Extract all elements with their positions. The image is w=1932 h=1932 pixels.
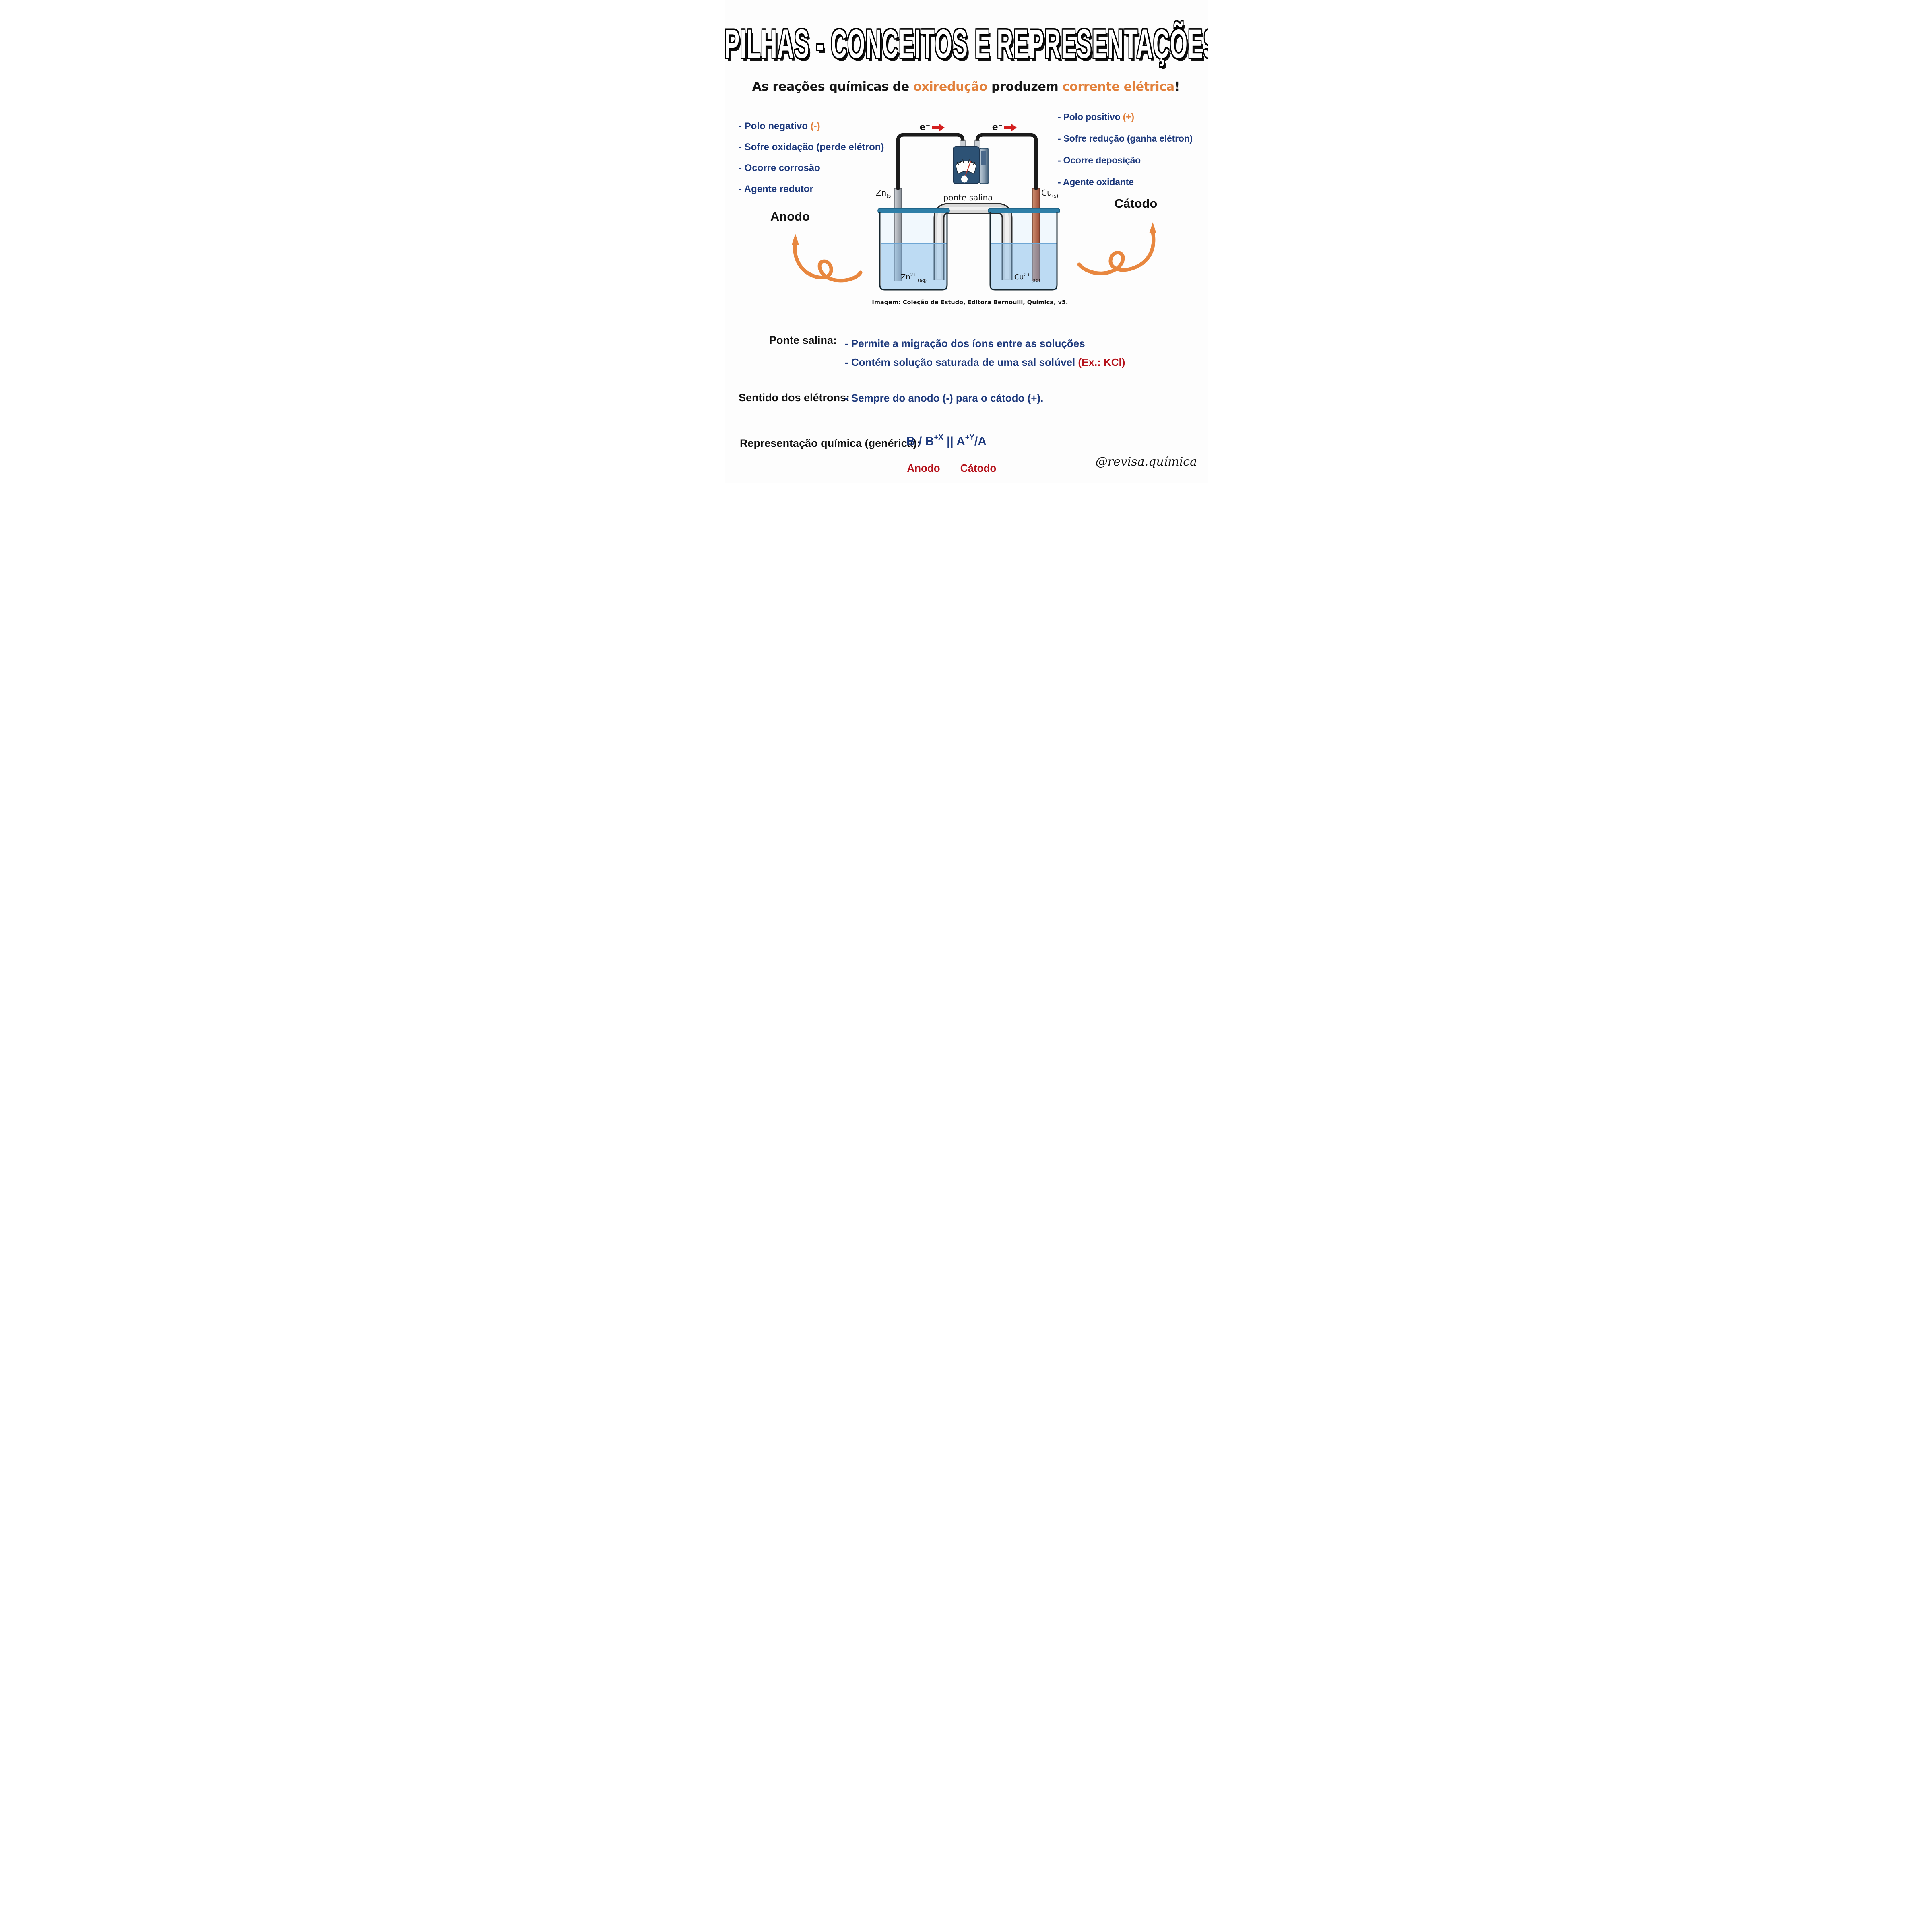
element-state: (s): [1052, 193, 1059, 199]
ion-state: (aq): [918, 278, 927, 283]
copper-electrode-label: Cu(s): [1041, 188, 1058, 199]
ion-symbol: Zn: [901, 273, 910, 281]
salt-bridge-section-bullets: - Permite a migração dos íons entre as s…: [845, 334, 1125, 372]
ion-symbol: Cu: [1014, 273, 1024, 281]
anode-note-line: - Agente redutor: [739, 179, 884, 200]
spiral-stroke: [793, 242, 863, 283]
voltmeter: [953, 140, 989, 184]
salt-bridge-label: ponte salina: [943, 193, 993, 202]
anode-note-line: - Polo negativo (-): [739, 116, 884, 137]
cathode-note-line: - Polo positivo (+): [1058, 106, 1193, 128]
subtitle-highlight-oxireducao: oxiredução: [913, 80, 987, 94]
anode-note-line: - Sofre oxidação (perde elétron): [739, 137, 884, 158]
salt-bridge-section-label: Ponte salina:: [769, 334, 837, 346]
salt-bridge: [933, 203, 1013, 280]
right-beaker-outline: [989, 212, 1058, 291]
note-text: - Sofre oxidação (perde elétron): [739, 142, 884, 153]
left-beaker-rim: [877, 208, 950, 213]
representation-section-label: Representação química (genérica):: [740, 437, 921, 449]
salt-bridge-highlight: [937, 207, 1009, 279]
electron-label-right: e⁻: [992, 122, 1003, 132]
page-subtitle: As reações químicas de oxiredução produz…: [724, 80, 1208, 94]
electron-arrow-right-icon: [1004, 124, 1017, 132]
image-credit-caption: Imagem: Coleção de Estudo, Editora Berno…: [872, 299, 1068, 306]
element-state: (s): [886, 193, 893, 199]
cathode-note-line: - Ocorre deposição: [1058, 149, 1193, 171]
page-title: PILHAS - CONCEITOS E REPRESENTAÇÕES: [724, 21, 1208, 67]
copper-solution: [991, 244, 1057, 290]
formula-superscript: +X: [934, 433, 943, 442]
subtitle-part2: produzem: [987, 80, 1063, 94]
bullet-text: - Contém solução saturada de uma sal sol…: [845, 356, 1078, 368]
arrowhead-icon: [792, 234, 799, 245]
salt-bridge-bullet: - Contém solução saturada de uma sal sol…: [845, 353, 1125, 372]
note-text: - Sofre redução (ganha elétron): [1058, 133, 1193, 144]
left-wire: [896, 133, 965, 190]
electron-label-left: e⁻: [920, 122, 931, 132]
left-beaker-outline: [879, 212, 948, 291]
zinc-solution: [881, 244, 947, 290]
voltmeter-dial-hole: [961, 175, 968, 183]
note-accent: (+): [1123, 111, 1134, 122]
generic-representation-formula: B / B+X || A+Y/A: [906, 433, 987, 448]
note-text: - Agente oxidante: [1058, 177, 1134, 187]
note-accent: (-): [810, 121, 820, 132]
salt-bridge-bullet: - Permite a migração dos íons entre as s…: [845, 334, 1125, 353]
cathode-note-line: - Sofre redução (ganha elétron): [1058, 128, 1193, 149]
formula-separator: ||: [943, 435, 956, 448]
formula-superscript: +Y: [965, 433, 974, 442]
formula-part: B / B: [906, 435, 934, 448]
note-text: - Polo negativo: [739, 121, 811, 132]
note-text: - Polo positivo: [1058, 111, 1123, 122]
element-symbol: Zn: [876, 188, 886, 198]
note-text: - Agente redutor: [739, 184, 813, 194]
formula-anode-label: Anodo: [907, 462, 940, 474]
electron-direction-text: - Sempre do anodo (-) para o cátodo (+).: [845, 392, 1044, 404]
ion-charge: 2+: [1024, 272, 1030, 277]
electron-direction-section-label: Sentido dos elétrons:: [739, 392, 850, 404]
anode-label: Anodo: [770, 209, 810, 223]
galvanic-cell-diagram: e⁻ e⁻ ponte salina Zn(s) Cu(s) Zn2+(aq) …: [876, 122, 1060, 291]
subtitle-part3: !: [1174, 80, 1180, 94]
infographic-page: PILHAS - CONCEITOS E REPRESENTAÇÕES As r…: [724, 0, 1208, 483]
cathode-spiral-arrow: [1077, 222, 1156, 275]
ion-charge: 2+: [910, 272, 917, 277]
bullet-text: - Permite a migração dos íons entre as s…: [845, 337, 1085, 349]
anode-notes-list: - Polo negativo (-) - Sofre oxidação (pe…: [739, 116, 884, 200]
voltmeter-needle: [964, 161, 972, 177]
note-text: - Ocorre corrosão: [739, 163, 820, 173]
right-wire: [975, 133, 1038, 190]
voltmeter-side-strip: [981, 151, 986, 165]
cathode-note-line: - Agente oxidante: [1058, 171, 1193, 193]
zinc-electrode-label: Zn(s): [876, 188, 893, 199]
note-text: - Ocorre deposição: [1058, 155, 1141, 165]
formula-part: A: [956, 435, 965, 448]
electron-arrow-left-icon: [932, 124, 945, 132]
copper-ion-label: Cu2+(aq): [1014, 272, 1040, 283]
formula-part: /A: [974, 435, 987, 448]
element-symbol: Cu: [1041, 188, 1052, 198]
author-signature: @revisa.química: [1095, 455, 1197, 469]
page-title-wrap: PILHAS - CONCEITOS E REPRESENTAÇÕES: [724, 20, 1208, 66]
formula-cathode-label: Cátodo: [960, 462, 997, 474]
anode-note-line: - Ocorre corrosão: [739, 158, 884, 179]
voltmeter-gauge-ticks: [957, 159, 975, 165]
right-beaker-rim: [988, 208, 1060, 213]
subtitle-part1: As reações químicas de: [752, 80, 914, 94]
cathode-label: Cátodo: [1114, 196, 1158, 211]
bullet-accent: (Ex.: KCl): [1078, 356, 1125, 368]
arrowhead-icon: [1149, 222, 1156, 233]
anode-spiral-arrow: [792, 234, 863, 283]
subtitle-highlight-corrente: corrente elétrica: [1062, 80, 1174, 94]
ion-state: (aq): [1031, 278, 1040, 283]
zinc-ion-label: Zn2+(aq): [901, 272, 927, 283]
spiral-stroke: [1077, 230, 1156, 275]
voltmeter-gauge: [955, 160, 977, 175]
cathode-notes-list: - Polo positivo (+) - Sofre redução (gan…: [1058, 106, 1193, 193]
